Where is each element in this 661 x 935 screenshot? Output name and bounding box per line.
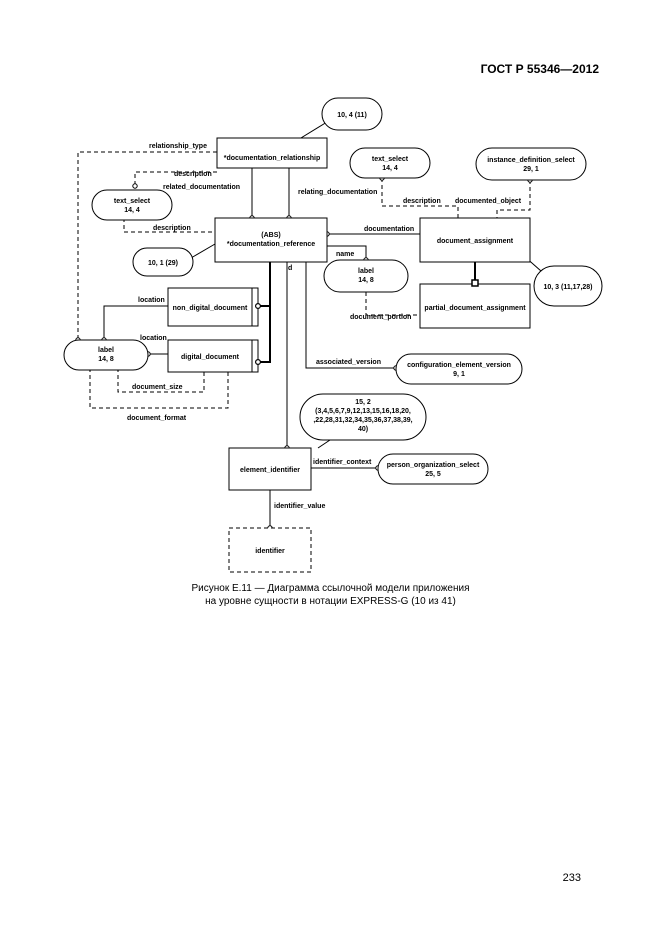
ref-label-instance-definition-select-1: instance_definition_select bbox=[487, 157, 575, 164]
entity-label-documentation-reference: *documentation_reference bbox=[227, 241, 315, 248]
figure-caption-line-2: на уровне сущности в нотации EXPRESS-G (… bbox=[205, 596, 456, 607]
entity-label-identifier: identifier bbox=[255, 548, 285, 555]
ref-10-1 bbox=[132, 247, 194, 277]
ref-label-config-element-version-2: 9, 1 bbox=[453, 371, 465, 378]
attr-identifier-context: identifier_context bbox=[313, 459, 372, 466]
figure-caption-line-1: Рисунок Е.11 — Диаграмма ссылочной модел… bbox=[191, 583, 470, 594]
ref-label-10-1: 10, 1 (29) bbox=[148, 260, 178, 267]
link-document-size bbox=[115, 365, 205, 393]
ref-label-text-select-top-1: text_select bbox=[372, 156, 409, 163]
ref-label-instance-definition-select-2: 29, 1 bbox=[523, 166, 539, 173]
attr-document-size: document_size bbox=[132, 384, 183, 391]
attr-description-a: description bbox=[174, 171, 212, 178]
entity-label-element-identifier: element_identifier bbox=[240, 467, 300, 474]
entity-identifier bbox=[228, 527, 312, 573]
ref-label-text-select-left-1: text_select bbox=[114, 198, 151, 205]
ref-text-select-top bbox=[349, 147, 431, 179]
attr-related-documentation: related_documentation bbox=[163, 184, 240, 191]
attr-location-a: location bbox=[138, 297, 165, 304]
ref-label-15-2-l2: (3,4,5,6,7,9,12,13,15,16,18,20, bbox=[315, 408, 411, 415]
attr-identifier-value: identifier_value bbox=[274, 503, 325, 510]
entity-label-non-digital-document: non_digital_document bbox=[173, 305, 248, 312]
ref-label-text-select-left-2: 14, 4 bbox=[124, 207, 140, 214]
ref-text-select-left bbox=[91, 189, 173, 221]
link-name bbox=[327, 245, 369, 263]
ref-label-left bbox=[63, 339, 149, 371]
ref-label-label-left-2: 14, 8 bbox=[98, 356, 114, 363]
entity-label-digital-document: digital_document bbox=[181, 354, 240, 361]
ref-label-label-left-1: label bbox=[98, 347, 114, 354]
ref-label-right bbox=[323, 259, 409, 293]
document-code: ГОСТ Р 55346—2012 bbox=[480, 62, 599, 76]
entity-documentation-reference bbox=[214, 217, 328, 263]
attr-description-b: description bbox=[403, 198, 441, 205]
link-description-c bbox=[123, 218, 215, 233]
attr-location-b: location bbox=[140, 335, 167, 342]
ref-10-3 bbox=[533, 265, 603, 307]
link-document-portion bbox=[365, 292, 420, 316]
ref-label-text-select-top-2: 14, 4 bbox=[382, 165, 398, 172]
attr-name: name bbox=[336, 251, 354, 258]
attr-relating-documentation: relating_documentation bbox=[298, 189, 377, 196]
link-description-b bbox=[379, 175, 459, 218]
attr-description-c: description bbox=[153, 225, 191, 232]
ref-15-2 bbox=[299, 393, 427, 441]
ref-instance-definition-select bbox=[475, 147, 587, 181]
ref-label-15-2-l4: 40) bbox=[358, 426, 368, 433]
ref-label-label-right-2: 14, 8 bbox=[358, 277, 374, 284]
ref-label-config-element-version-1: configuration_element_version bbox=[407, 362, 511, 369]
link-ref-15-2 bbox=[317, 439, 331, 449]
link-documented-object bbox=[496, 177, 533, 218]
ref-person-organization-select bbox=[377, 453, 489, 485]
link-document-format bbox=[87, 365, 229, 409]
attr-documentation: documentation bbox=[364, 226, 414, 233]
link-subtype-documents bbox=[258, 262, 271, 363]
link-description-a bbox=[132, 171, 217, 189]
ref-label-15-2-l3: ,22,28,31,32,34,35,36,37,38,39, bbox=[313, 417, 412, 424]
attr-documented-object: documented_object bbox=[455, 198, 522, 205]
ref-configuration-element-version bbox=[395, 353, 523, 385]
entity-digital-document bbox=[167, 339, 259, 373]
attr-id: id bbox=[286, 265, 292, 272]
attr-associated-version: associated_version bbox=[316, 359, 381, 366]
ref-label-person-org-select-1: person_organization_select bbox=[387, 462, 480, 469]
entity-element-identifier bbox=[228, 447, 312, 491]
figure-caption: Рисунок Е.11 — Диаграмма ссылочной модел… bbox=[0, 582, 661, 608]
ref-10-4 bbox=[321, 97, 383, 131]
link-ref-10-1 bbox=[190, 243, 216, 259]
ref-label-10-4: 10, 4 (11) bbox=[337, 112, 367, 119]
entity-label-partial-document-assignment: partial_document_assignment bbox=[424, 305, 526, 312]
link-associated-version bbox=[305, 262, 399, 371]
ref-label-15-2-l1: 15, 2 bbox=[355, 399, 371, 406]
entity-document-assignment bbox=[419, 217, 531, 263]
ref-label-10-3: 10, 3 (11,17,28) bbox=[543, 284, 592, 291]
attr-document-format: document_format bbox=[127, 415, 187, 422]
entity-label-documentation-relationship: *documentation_relationship bbox=[224, 155, 320, 162]
ref-label-label-right-1: label bbox=[358, 268, 374, 275]
link-location-a bbox=[101, 305, 168, 343]
entity-documentation-relationship bbox=[216, 137, 328, 169]
entity-label-documentation-reference-abs: (ABS) bbox=[261, 232, 280, 239]
attr-relationship-type: relationship_type bbox=[149, 143, 207, 150]
page-number: 233 bbox=[562, 872, 581, 884]
ref-label-person-org-select-2: 25, 5 bbox=[425, 471, 441, 478]
attr-document-portion: document_portion bbox=[350, 314, 411, 321]
entity-label-document-assignment: document_assignment bbox=[437, 238, 514, 245]
